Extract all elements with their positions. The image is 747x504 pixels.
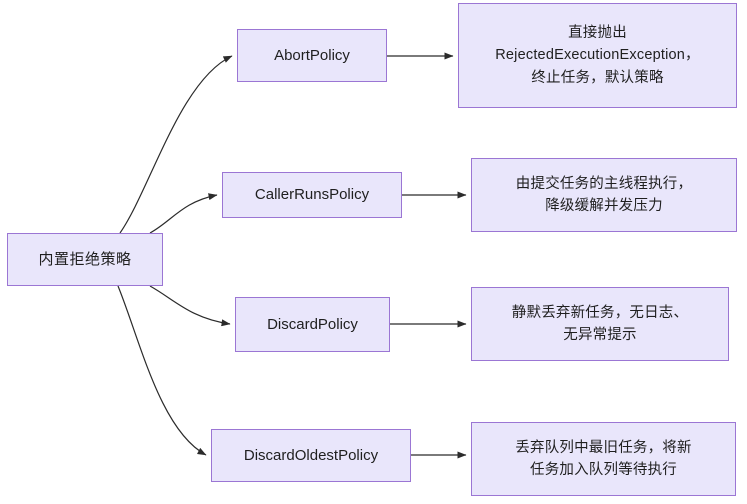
node-root-rejection-policies[interactable]: 内置拒绝策略 <box>7 233 163 286</box>
node-description-label: 静默丢弃新任务，无日志、 无异常提示 <box>511 304 689 343</box>
node-description-discard-policy[interactable]: 静默丢弃新任务，无日志、 无异常提示 <box>471 287 729 361</box>
node-policy-discard-oldest-policy[interactable]: DiscardOldestPolicy <box>211 429 411 482</box>
edge-root-to-discard <box>149 285 231 327</box>
node-description-label: 由提交任务的主线程执行， 降级缓解并发压力 <box>515 175 693 214</box>
edge-root-to-discardoldest <box>117 285 207 456</box>
node-description-discard-oldest-policy[interactable]: 丢弃队列中最旧任务，将新 任务加入队列等待执行 <box>471 422 736 496</box>
node-description-label: 丢弃队列中最旧任务，将新 任务加入队列等待执行 <box>515 439 692 478</box>
edge-root-to-callerruns <box>149 193 218 234</box>
node-description-caller-runs-policy[interactable]: 由提交任务的主线程执行， 降级缓解并发压力 <box>471 158 737 232</box>
node-policy-label: CallerRunsPolicy <box>254 186 370 204</box>
policy-to-description-edges <box>387 52 467 459</box>
node-policy-discard-policy[interactable]: DiscardPolicy <box>235 297 390 352</box>
node-description-abort-policy[interactable]: 直接抛出 RejectedExecutionException， 终止任务，默认… <box>458 3 737 108</box>
edge-root-to-abort <box>119 55 233 234</box>
node-policy-label: DiscardPolicy <box>267 315 358 333</box>
node-description-label: 直接抛出 RejectedExecutionException， 终止任务，默认… <box>495 24 700 86</box>
node-policy-label: AbortPolicy <box>274 46 350 64</box>
node-policy-label: DiscardOldestPolicy <box>243 446 379 464</box>
node-root-label: 内置拒绝策略 <box>38 250 132 268</box>
node-policy-abort-policy[interactable]: AbortPolicy <box>237 29 387 82</box>
node-policy-caller-runs-policy[interactable]: CallerRunsPolicy <box>222 172 402 218</box>
